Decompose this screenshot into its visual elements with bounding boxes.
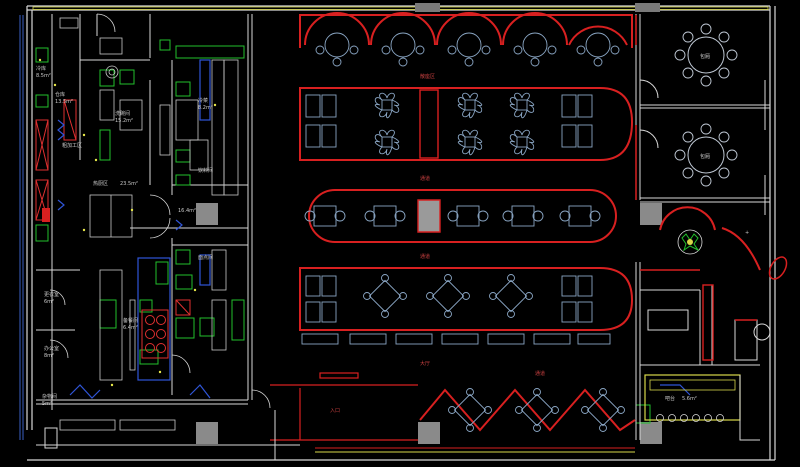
svg-text:通道: 通道 — [535, 370, 545, 377]
window-tables — [315, 32, 620, 67]
svg-text:粗加工区: 粗加工区 — [62, 142, 82, 149]
plumbing — [57, 59, 691, 399]
booth-zone-middle — [304, 189, 617, 243]
svg-text:散座区: 散座区 — [420, 73, 435, 80]
vip-room-tables: 包厢 包厢 — [674, 23, 738, 187]
svg-text:8.2m²: 8.2m² — [198, 105, 213, 111]
top-window-strip — [32, 3, 769, 12]
outer-walls — [26, 5, 776, 461]
svg-text:吧台: 吧台 — [665, 395, 675, 402]
svg-text:备餐间: 备餐间 — [123, 317, 138, 324]
svg-text:热厨区: 热厨区 — [93, 180, 108, 187]
hall-labels: 散座区 通道 通道 大厅 通道 入口 — [330, 73, 545, 414]
kitchen-labels: 冷库 8.5m² 仓库 13.5m² 粗加工区 洗碗间 15.2m² 热厨区 2… — [36, 65, 213, 407]
svg-text:6m²: 6m² — [44, 299, 54, 305]
svg-text:15.2m²: 15.2m² — [115, 118, 133, 124]
svg-text:更衣室: 更衣室 — [44, 291, 59, 298]
svg-text:13.5m²: 13.5m² — [55, 99, 73, 105]
booth-zone-lower — [299, 267, 634, 345]
svg-text:+: + — [745, 230, 749, 236]
svg-text:入口: 入口 — [330, 408, 340, 414]
reception-area: + — [659, 206, 788, 280]
svg-text:办公室: 办公室 — [44, 345, 59, 352]
outlet-dots — [38, 58, 217, 387]
svg-text:通道: 通道 — [420, 175, 430, 182]
svg-text:杂物间: 杂物间 — [42, 393, 57, 400]
svg-text:6.4m²: 6.4m² — [123, 325, 138, 331]
svg-text:16.4m²: 16.4m² — [178, 208, 196, 214]
window-arches — [299, 12, 633, 48]
svg-text:5.6m²: 5.6m² — [682, 396, 697, 402]
red-partitions-right — [640, 269, 757, 361]
bottom-left-block — [36, 410, 300, 460]
svg-text:8m²: 8m² — [44, 353, 54, 359]
fire-extinguisher — [42, 208, 50, 222]
svg-text:冷菜: 冷菜 — [198, 97, 208, 104]
svg-text:通道: 通道 — [420, 253, 430, 260]
svg-text:5m²: 5m² — [42, 401, 52, 407]
svg-text:洗碗间: 洗碗间 — [115, 110, 130, 117]
svg-text:8.5m²: 8.5m² — [36, 73, 51, 79]
kitchen-zone — [36, 14, 253, 410]
kitchen-equipment — [35, 39, 651, 424]
svg-text:冷库: 冷库 — [36, 65, 46, 72]
kitchen-fixtures-white — [59, 17, 239, 431]
svg-text:23.5m²: 23.5m² — [120, 181, 138, 187]
booth-zone-top — [299, 87, 634, 161]
svg-text:面点间: 面点间 — [198, 254, 213, 261]
door-swings — [49, 13, 271, 409]
bottom-zigzag — [270, 372, 636, 453]
svg-text:包厢: 包厢 — [700, 53, 710, 60]
svg-text:大厅: 大厅 — [420, 360, 430, 367]
right-lower-rooms — [635, 262, 771, 440]
bar-counter: 吧台 5.6m² — [644, 374, 760, 441]
left-facade — [19, 15, 24, 440]
svg-text:仓库: 仓库 — [55, 91, 65, 98]
svg-text:饮料间: 饮料间 — [198, 167, 213, 174]
svg-text:包厢: 包厢 — [700, 153, 710, 160]
